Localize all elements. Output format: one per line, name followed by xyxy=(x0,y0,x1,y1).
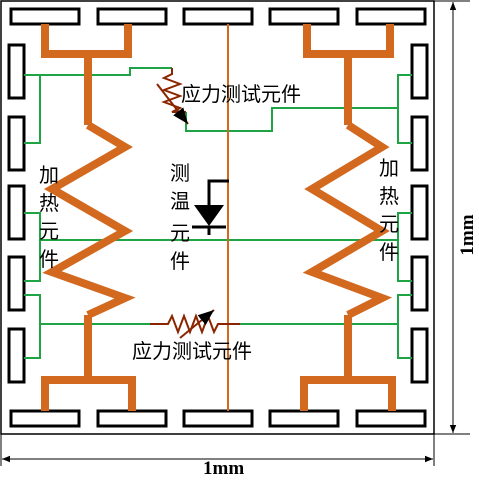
temp-sensor-char: 元 xyxy=(170,221,190,245)
left-upper-loop xyxy=(24,74,41,144)
lower-strain-label: 应力测试元件 xyxy=(132,339,252,363)
right-pad xyxy=(410,184,429,241)
upper-strain-lead-right xyxy=(185,107,398,132)
bottom-pad xyxy=(9,409,81,428)
bottom-pad xyxy=(96,409,168,428)
temp-sensor-char: 件 xyxy=(170,249,190,273)
upper-strain-label: 应力测试元件 xyxy=(181,82,301,106)
temperature-diode xyxy=(192,179,229,235)
upper-strain-gauge xyxy=(156,68,189,125)
left-heater xyxy=(41,24,136,411)
right-heater-bottom-fork xyxy=(300,376,396,411)
upper-strain-lead-left xyxy=(40,67,172,76)
width-dimension-label: 1mm xyxy=(203,458,244,479)
left-pad xyxy=(7,43,26,100)
temp-sensor-char: 测 xyxy=(170,161,190,185)
height-dimension-label: 1mm xyxy=(457,214,478,255)
right-heater-label: 加 热 元 件 xyxy=(379,156,399,264)
top-pad xyxy=(268,7,340,26)
upper-variable-arrow xyxy=(156,83,189,125)
left-heater-char: 元 xyxy=(39,219,59,243)
right-pad xyxy=(410,43,429,100)
width-dimension xyxy=(0,434,435,466)
right-heater-serpentine xyxy=(302,121,393,319)
right-pad xyxy=(410,255,429,312)
bottom-pad xyxy=(355,409,427,428)
temp-sensor-label: 测 温 元 件 xyxy=(170,161,190,273)
temp-sensor-char: 温 xyxy=(170,189,190,213)
left-pad xyxy=(7,184,26,241)
right-lower-loop xyxy=(397,294,412,359)
right-pad xyxy=(410,327,429,384)
chip-outline xyxy=(0,0,435,435)
bottom-pad xyxy=(182,409,254,428)
left-pad xyxy=(7,115,26,172)
right-heater-char: 件 xyxy=(379,240,399,264)
right-pads xyxy=(410,43,429,384)
left-heater-serpentine xyxy=(42,121,136,319)
top-pad xyxy=(355,7,427,26)
right-middle-loop xyxy=(397,212,412,282)
left-lower-loop xyxy=(24,294,41,359)
top-pad xyxy=(9,7,81,26)
left-heater-label: 加 热 元 件 xyxy=(39,163,59,271)
top-pad xyxy=(96,7,168,26)
left-heater-top-fork xyxy=(41,24,132,58)
height-dimension xyxy=(434,0,470,435)
right-heater-char: 热 xyxy=(379,184,399,208)
left-middle-loop xyxy=(24,212,41,282)
left-heater-bottom-fork xyxy=(41,376,136,411)
lower-variable-arrow xyxy=(179,309,215,339)
left-heater-char: 件 xyxy=(39,247,59,271)
diode-lead-top xyxy=(207,179,229,205)
right-heater-char: 加 xyxy=(379,156,399,180)
top-pad xyxy=(182,7,254,26)
bottom-pads xyxy=(9,409,427,428)
left-pads xyxy=(7,43,26,384)
left-pad xyxy=(7,327,26,384)
right-heater-top-fork xyxy=(303,24,394,58)
right-heater xyxy=(300,24,396,411)
right-heater-char: 元 xyxy=(379,212,399,236)
left-heater-char: 热 xyxy=(39,191,59,215)
left-heater-char: 加 xyxy=(39,163,59,187)
top-pads xyxy=(9,7,427,26)
lower-resistor-zigzag xyxy=(150,313,240,335)
left-pad xyxy=(7,255,26,312)
diode-triangle xyxy=(194,205,224,226)
lower-strain-gauge xyxy=(150,309,240,339)
bottom-pad xyxy=(268,409,340,428)
right-pad xyxy=(410,115,429,172)
right-upper-loop xyxy=(397,74,412,144)
